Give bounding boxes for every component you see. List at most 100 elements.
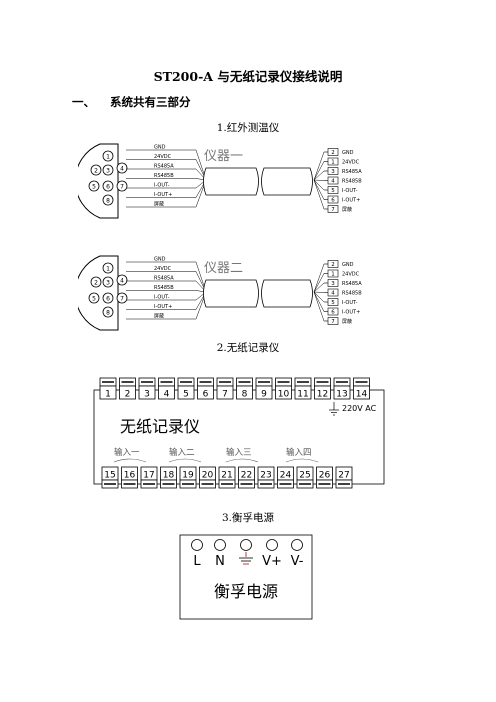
terminal-label: RS485B [342,179,362,185]
terminal-number: 18 [163,471,175,481]
connector-pin-number: 5 [92,184,96,191]
connector-pin-number: 6 [106,296,110,303]
wire-label: I-OUT- [154,183,170,189]
section-title: 系统共有三部分 [110,95,191,109]
instrument-label: 仪器一 [204,149,243,164]
terminal-number: 2 [125,390,131,400]
connector-pin-number: 4 [120,166,124,173]
wire-fanout [313,291,325,293]
terminal-label: RS485B [342,291,362,297]
connector-pin [116,292,128,304]
terminal-box [327,260,339,268]
terminal-number: 4 [331,179,335,185]
terminal-block [333,385,351,400]
caption-power-supply: 3.衡孚电源 [221,512,275,524]
connector-pin [116,162,128,174]
terminal-number: 4 [331,291,335,297]
terminal-block [197,385,214,400]
wire-label: 24VDC [154,266,172,272]
connector-pin [102,150,114,162]
terminal-number: 25 [299,471,310,481]
terminal-number: 3 [331,281,335,287]
cable-body-left [203,167,259,196]
terminal-label: GND [342,262,354,268]
terminal-block [255,385,273,400]
connector-pin-number: 3 [106,168,110,175]
psu-terminal-label: V+ [262,554,282,569]
connector-shell [78,255,119,331]
wire-label: GND [154,145,166,151]
wire-fanout [313,170,325,181]
wire-label: RS485B [154,285,174,291]
terminal-block [177,385,195,400]
terminal-box [327,148,339,156]
wire-fanout [313,179,325,191]
terminal-number: 26 [319,471,331,481]
terminal-number: 17 [143,471,154,481]
terminal-label: 屏蔽 [342,318,352,325]
terminal-block [138,385,156,400]
input-bracket [225,458,259,463]
connector-pin [102,306,114,318]
terminal-box [327,186,339,194]
wire-fanout [313,273,325,293]
connector-pin [116,274,128,286]
connector-pin [102,292,114,304]
section-number: 一、 [72,95,95,109]
wire-fanout [313,179,325,181]
terminal-number: 2 [331,262,335,268]
terminal-number: 20 [202,471,214,481]
terminal-block [99,385,117,400]
connector-pin [88,180,100,192]
input-bracket [168,458,202,463]
terminal-number: 2 [331,150,335,156]
wire-fanout [313,291,325,303]
terminal-label: I-OUT+ [342,310,360,316]
terminal-number: 5 [183,390,189,400]
terminal-number: 1 [331,272,335,278]
wire-label: I-OUT+ [154,192,172,198]
psu-terminal-circle [214,539,226,551]
psu-name: 衡孚电源 [214,582,278,601]
power-input-label: 220V AC [342,404,377,413]
input-label: 输入一 [114,447,140,458]
terminal-block [236,385,253,400]
terminal-number: 1 [331,160,335,166]
wire-label: I-OUT+ [154,304,172,310]
terminal-number: 8 [242,390,248,400]
terminal-label: RS485A [342,281,362,287]
terminal-label: I-OUT- [342,188,358,194]
wire-fanout [313,151,325,181]
terminal-box [327,157,339,166]
terminal-number: 14 [356,390,368,400]
wire-fanout [313,263,325,293]
wire-fanout [313,179,325,210]
connector-pin-number: 6 [106,184,110,191]
cable-body-right [261,279,313,308]
terminal-label: 24VDC [342,272,360,278]
document-title: ST200-A 与无纸记录仪接线说明 [153,69,343,84]
terminal-number: 6 [331,198,335,204]
connector-pin [102,180,114,192]
terminal-label: GND [342,150,354,156]
connector-pin-number: 5 [92,296,96,303]
terminal-number: 6 [203,390,209,400]
connector-pin [90,164,102,176]
input-label: 输入三 [226,447,252,458]
terminal-number: 13 [336,390,347,400]
terminal-number: 3 [144,390,150,400]
terminal-number: 1 [105,390,111,400]
connector-pin-number: 2 [94,280,98,287]
terminal-block [294,385,312,400]
cable-body-left [203,279,259,308]
connector-pin [102,164,114,176]
terminal-number: 4 [164,390,170,400]
terminal-box [327,269,339,278]
terminal-box [327,195,339,204]
caption-paperless-recorder: 2.无纸记录仪 [216,342,280,354]
terminal-number: 11 [297,390,308,400]
ground-icon [239,552,253,565]
